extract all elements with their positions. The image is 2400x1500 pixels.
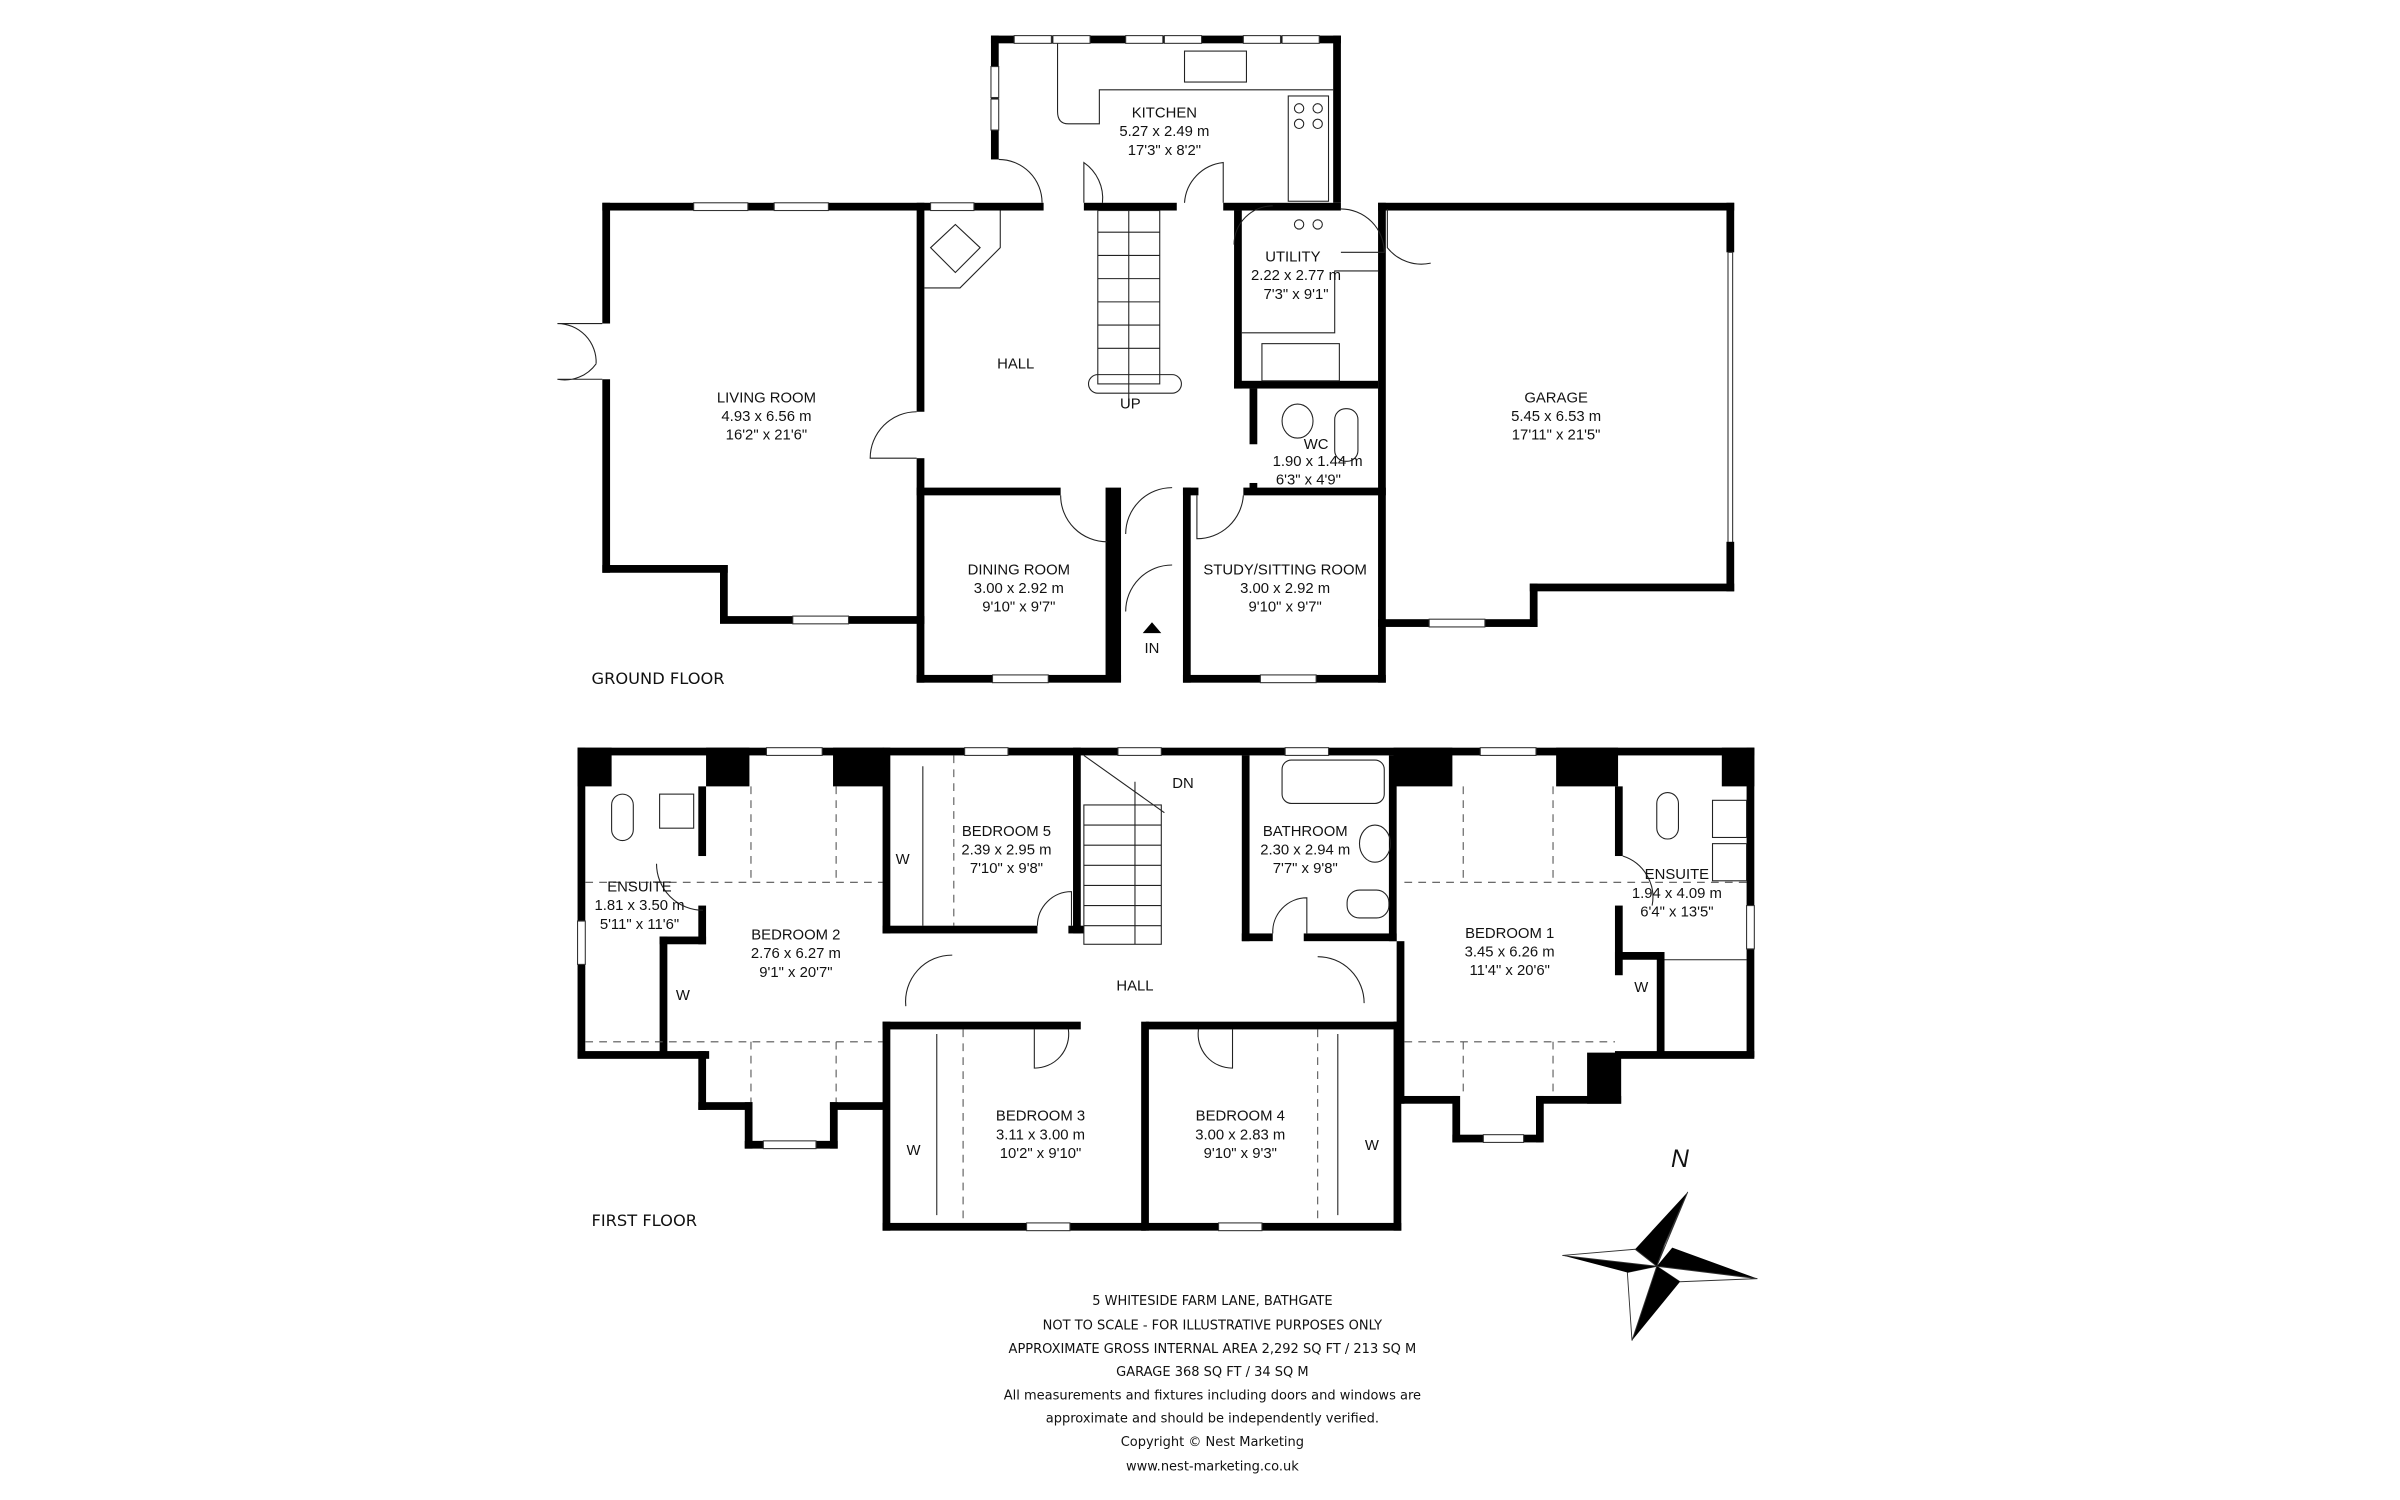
room-label-garage: GARAGE 5.45 x 6.53 m 17'11" x 21'5" — [1511, 390, 1601, 443]
footer-disclaimer-1: All measurements and fixtures including … — [1004, 1388, 1421, 1403]
ground-floor-plan: KITCHEN 5.27 x 2.49 m 17'3" x 8'2" LIVIN… — [557, 35, 1735, 688]
stairs-up-label: UP — [1120, 397, 1141, 413]
room-label-wc: WC 1.90 x 1.44 m 6'3" x 4'9" — [1273, 437, 1363, 489]
svg-text:3.00 x 2.92 m: 3.00 x 2.92 m — [1240, 581, 1330, 597]
svg-text:7'10" x 9'8": 7'10" x 9'8" — [970, 861, 1043, 877]
svg-text:STUDY/SITTING ROOM: STUDY/SITTING ROOM — [1203, 562, 1366, 578]
svg-text:BEDROOM 3: BEDROOM 3 — [996, 1109, 1085, 1125]
svg-text:7'7" x 9'8": 7'7" x 9'8" — [1273, 861, 1338, 877]
svg-text:GARAGE: GARAGE — [1524, 390, 1588, 406]
svg-text:LIVING ROOM: LIVING ROOM — [717, 390, 816, 406]
svg-text:2.76 x 6.27 m: 2.76 x 6.27 m — [751, 946, 841, 962]
svg-text:1.81 x 3.50 m: 1.81 x 3.50 m — [594, 898, 684, 914]
ground-floor-title: GROUND FLOOR — [591, 669, 724, 688]
svg-text:BEDROOM 5: BEDROOM 5 — [962, 824, 1051, 840]
svg-text:9'10" x 9'7": 9'10" x 9'7" — [982, 599, 1055, 615]
room-label-bedroom-3: BEDROOM 3 3.11 x 3.00 m 10'2" x 9'10" — [996, 1109, 1085, 1162]
svg-text:16'2" x 21'6": 16'2" x 21'6" — [726, 428, 808, 444]
svg-text:W: W — [896, 852, 910, 868]
compass-north-label: N — [1671, 1146, 1689, 1173]
footer-notes: 5 WHITESIDE FARM LANE, BATHGATE NOT TO S… — [1004, 1294, 1421, 1475]
svg-text:6'3" x 4'9": 6'3" x 4'9" — [1276, 473, 1341, 489]
svg-text:17'11" x 21'5": 17'11" x 21'5" — [1512, 428, 1601, 444]
svg-text:BEDROOM 1: BEDROOM 1 — [1465, 926, 1554, 942]
svg-text:ENSUITE: ENSUITE — [607, 880, 671, 896]
room-label-kitchen: KITCHEN 5.27 x 2.49 m 17'3" x 8'2" — [1119, 106, 1209, 159]
svg-text:7'3" x 9'1": 7'3" x 9'1" — [1264, 287, 1329, 303]
svg-text:5.27 x 2.49 m: 5.27 x 2.49 m — [1119, 124, 1209, 140]
footer-disclaimer-2: approximate and should be independently … — [1046, 1412, 1379, 1427]
first-floor-title: FIRST FLOOR — [591, 1211, 697, 1230]
svg-text:17'3" x 8'2": 17'3" x 8'2" — [1128, 143, 1201, 159]
svg-text:2.30 x 2.94 m: 2.30 x 2.94 m — [1260, 842, 1350, 858]
svg-text:UTILITY: UTILITY — [1265, 250, 1320, 266]
svg-text:9'1" x 20'7": 9'1" x 20'7" — [759, 965, 832, 981]
first-floor-stair-treads — [1083, 754, 1165, 945]
room-label-bedroom-4: BEDROOM 4 3.00 x 2.83 m 9'10" x 9'3" — [1195, 1109, 1285, 1162]
wardrobe-labels: W W W W W — [676, 852, 1648, 1159]
svg-text:BEDROOM 4: BEDROOM 4 — [1196, 1109, 1285, 1125]
svg-text:ENSUITE: ENSUITE — [1645, 867, 1709, 883]
svg-text:3.00 x 2.83 m: 3.00 x 2.83 m — [1195, 1127, 1285, 1143]
svg-text:3.11 x 3.00 m: 3.11 x 3.00 m — [996, 1127, 1085, 1143]
footer-scale-note: NOT TO SCALE - FOR ILLUSTRATIVE PURPOSES… — [1043, 1319, 1382, 1334]
svg-text:11'4" x 20'6": 11'4" x 20'6" — [1469, 963, 1549, 979]
svg-text:5'11" x 11'6": 5'11" x 11'6" — [600, 917, 679, 933]
svg-text:4.93 x 6.56 m: 4.93 x 6.56 m — [721, 409, 811, 425]
svg-text:HALL: HALL — [997, 356, 1034, 372]
entrance-arrow-icon — [1142, 622, 1162, 634]
room-label-bathroom: BATHROOM 2.30 x 2.94 m 7'7" x 9'8" — [1260, 824, 1350, 877]
svg-text:1.90 x 1.44 m: 1.90 x 1.44 m — [1273, 454, 1363, 470]
room-label-bedroom-2: BEDROOM 2 2.76 x 6.27 m 9'1" x 20'7" — [751, 928, 841, 981]
room-label-bedroom-5: BEDROOM 5 2.39 x 2.95 m 7'10" x 9'8" — [961, 824, 1051, 877]
svg-text:2.22 x 2.77 m: 2.22 x 2.77 m — [1251, 268, 1341, 284]
room-label-first-floor-hall: HALL DN — [1116, 776, 1193, 995]
room-label-bedroom-1: BEDROOM 1 3.45 x 6.26 m 11'4" x 20'6" — [1465, 926, 1555, 979]
svg-text:1.94 x 4.09 m: 1.94 x 4.09 m — [1632, 886, 1722, 902]
svg-text:WC: WC — [1304, 437, 1329, 453]
footer-gross-area: APPROXIMATE GROSS INTERNAL AREA 2,292 SQ… — [1009, 1342, 1417, 1357]
svg-text:3.45 x 6.26 m: 3.45 x 6.26 m — [1465, 945, 1555, 961]
svg-text:W: W — [1634, 980, 1648, 996]
svg-text:W: W — [1365, 1138, 1379, 1154]
svg-text:HALL: HALL — [1116, 979, 1153, 995]
svg-text:W: W — [907, 1143, 921, 1159]
svg-text:W: W — [676, 988, 690, 1004]
footer-address: 5 WHITESIDE FARM LANE, BATHGATE — [1092, 1294, 1332, 1309]
entrance-label: IN — [1145, 641, 1160, 657]
svg-text:BEDROOM 2: BEDROOM 2 — [751, 928, 840, 944]
svg-text:6'4" x 13'5": 6'4" x 13'5" — [1640, 904, 1713, 920]
svg-text:2.39 x 2.95 m: 2.39 x 2.95 m — [961, 842, 1051, 858]
svg-text:IN: IN — [1145, 641, 1160, 657]
svg-text:9'10" x 9'7": 9'10" x 9'7" — [1249, 599, 1322, 615]
compass-rose-icon: N — [1562, 1146, 1758, 1341]
svg-text:DINING ROOM: DINING ROOM — [968, 562, 1070, 578]
svg-text:3.00 x 2.92 m: 3.00 x 2.92 m — [974, 581, 1064, 597]
svg-text:10'2" x 9'10": 10'2" x 9'10" — [1000, 1146, 1082, 1162]
room-label-ensuite-right: ENSUITE 1.94 x 4.09 m 6'4" x 13'5" — [1632, 867, 1722, 920]
room-label-ensuite-left: ENSUITE 1.81 x 3.50 m 5'11" x 11'6" — [594, 880, 684, 933]
svg-text:BATHROOM: BATHROOM — [1263, 824, 1348, 840]
room-label-study: STUDY/SITTING ROOM 3.00 x 2.92 m 9'10" x… — [1203, 562, 1366, 615]
stair-treads — [1097, 210, 1160, 406]
svg-text:5.45 x 6.53 m: 5.45 x 6.53 m — [1511, 409, 1601, 425]
svg-text:KITCHEN: KITCHEN — [1132, 106, 1197, 122]
footer-garage-area: GARAGE 368 SQ FT / 34 SQ M — [1116, 1365, 1308, 1380]
first-floor-plan: ENSUITE 1.81 x 3.50 m 5'11" x 11'6" BEDR… — [577, 747, 1755, 1232]
room-label-utility: UTILITY 2.22 x 2.77 m 7'3" x 9'1" — [1251, 250, 1341, 303]
room-label-hall: HALL UP — [997, 356, 1141, 412]
room-label-living-room: LIVING ROOM 4.93 x 6.56 m 16'2" x 21'6" — [717, 390, 816, 443]
stairs-down-label: DN — [1172, 776, 1193, 792]
room-label-dining-room: DINING ROOM 3.00 x 2.92 m 9'10" x 9'7" — [968, 562, 1070, 615]
footer-copyright: Copyright © Nest Marketing — [1121, 1435, 1304, 1450]
svg-text:9'10" x 9'3": 9'10" x 9'3" — [1204, 1146, 1277, 1162]
footer-website: www.nest-marketing.co.uk — [1126, 1460, 1299, 1475]
